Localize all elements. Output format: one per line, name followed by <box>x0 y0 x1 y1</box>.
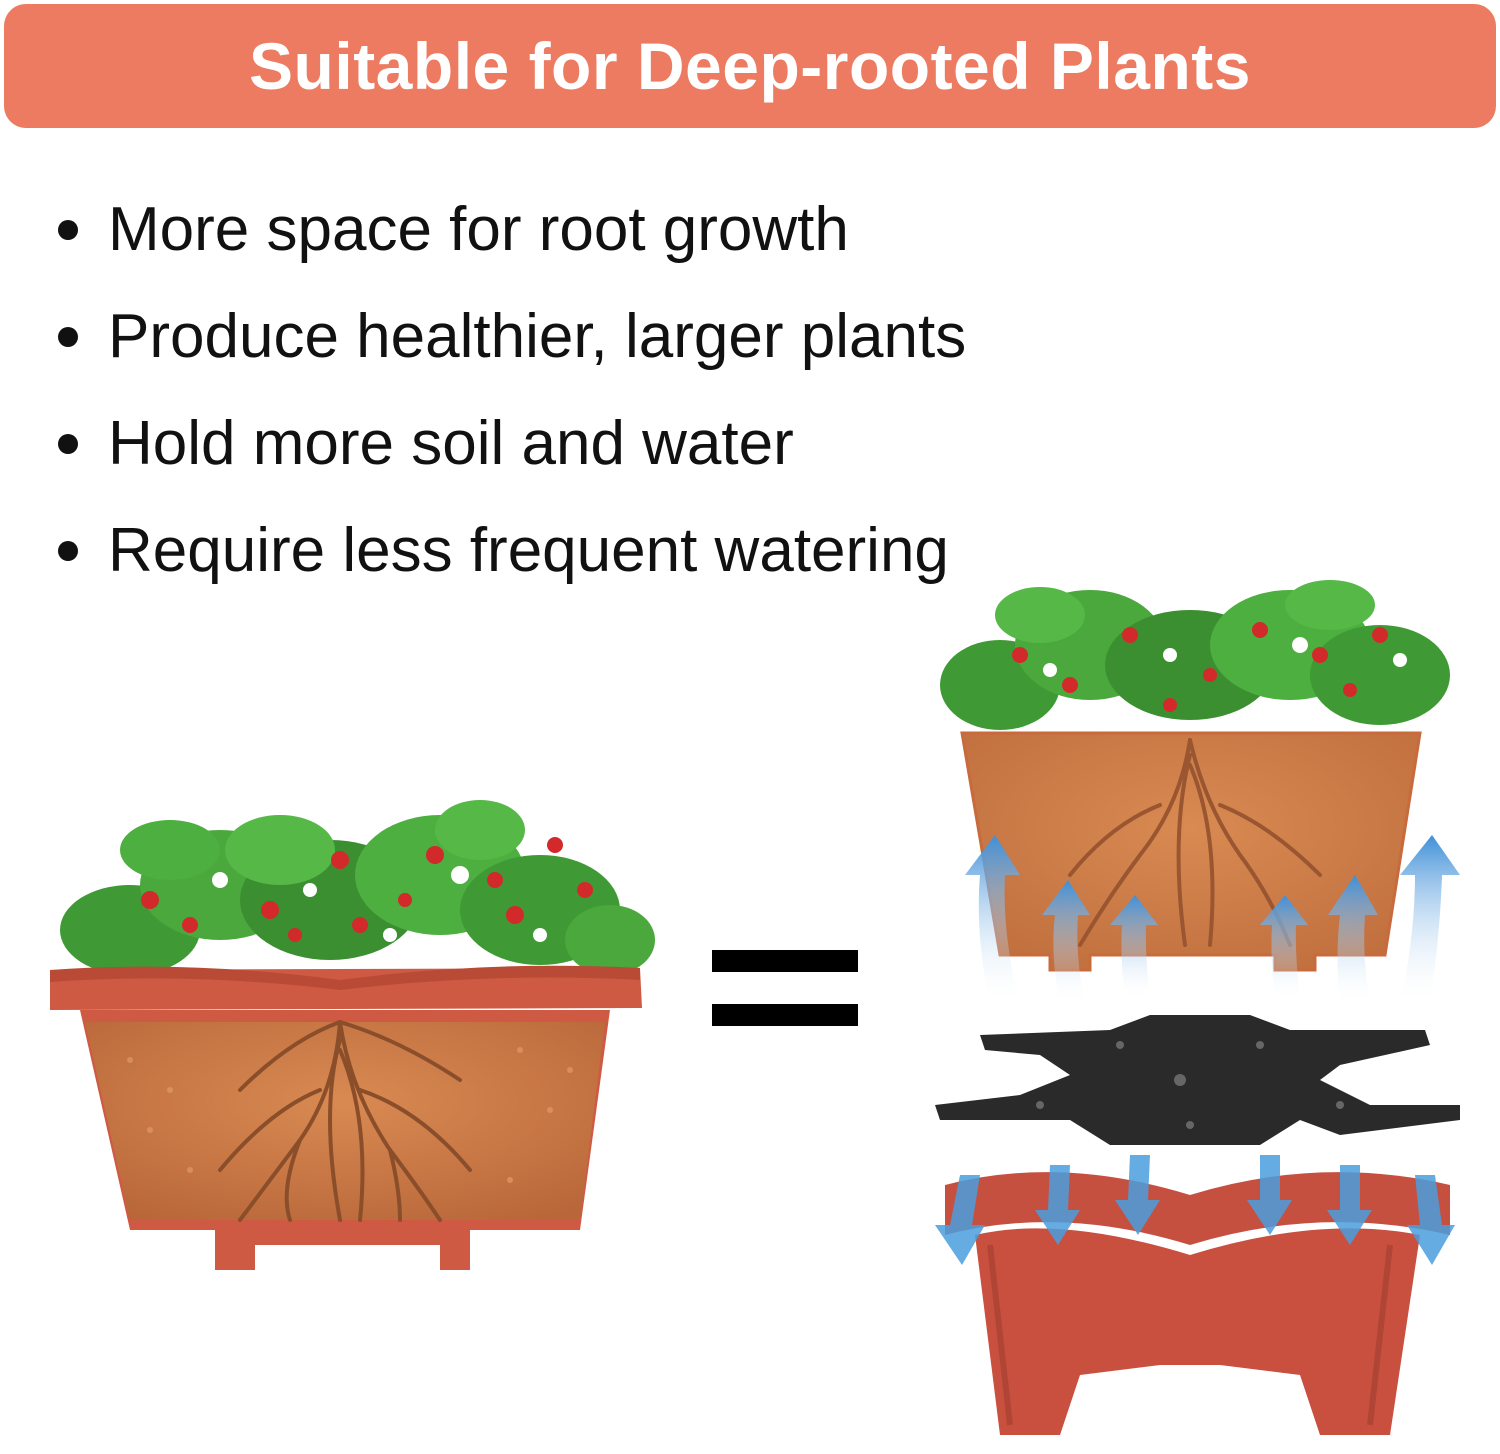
feature-item: More space for root growth <box>58 176 966 283</box>
banner-title: Suitable for Deep-rooted Plants <box>249 29 1251 103</box>
bullet-icon <box>58 540 78 561</box>
airflow-arrow-icon <box>935 1155 1455 1265</box>
strawberry-foliage <box>940 580 1450 730</box>
feature-item: Produce healthier, larger plants <box>58 283 966 390</box>
feature-text: Hold more soil and water <box>108 409 794 478</box>
separator-tray <box>935 1015 1460 1145</box>
soil-cutaway <box>85 1022 605 1220</box>
feature-text: More space for root growth <box>108 195 849 264</box>
tray-holes <box>1036 1041 1344 1129</box>
assembled-planter-illustration <box>50 800 655 1270</box>
strawberry-foliage <box>60 800 655 975</box>
strawberries <box>1012 622 1388 712</box>
bullet-icon <box>58 326 78 347</box>
soil-texture <box>127 1047 573 1183</box>
feature-item: Require less frequent watering <box>58 497 966 604</box>
feature-text: Produce healthier, larger plants <box>108 302 967 371</box>
exploded-planter-illustration <box>935 580 1460 1435</box>
feature-text: Require less frequent watering <box>108 516 949 585</box>
strawberry-flowers <box>212 866 547 942</box>
feature-list: More space for root growth Produce healt… <box>58 176 966 604</box>
airflow-arrow-icon <box>965 835 1460 1005</box>
strawberries <box>141 837 593 942</box>
strawberry-flowers <box>1043 637 1407 677</box>
feature-item: Hold more soil and water <box>58 390 966 497</box>
bullet-icon <box>58 433 78 454</box>
bullet-icon <box>58 219 78 240</box>
lower-pot-rim <box>945 1172 1450 1245</box>
equals-sign-icon <box>712 950 858 1026</box>
root-system <box>218 1020 472 1222</box>
title-banner: Suitable for Deep-rooted Plants <box>4 4 1496 128</box>
lower-pot-body <box>975 1228 1420 1435</box>
